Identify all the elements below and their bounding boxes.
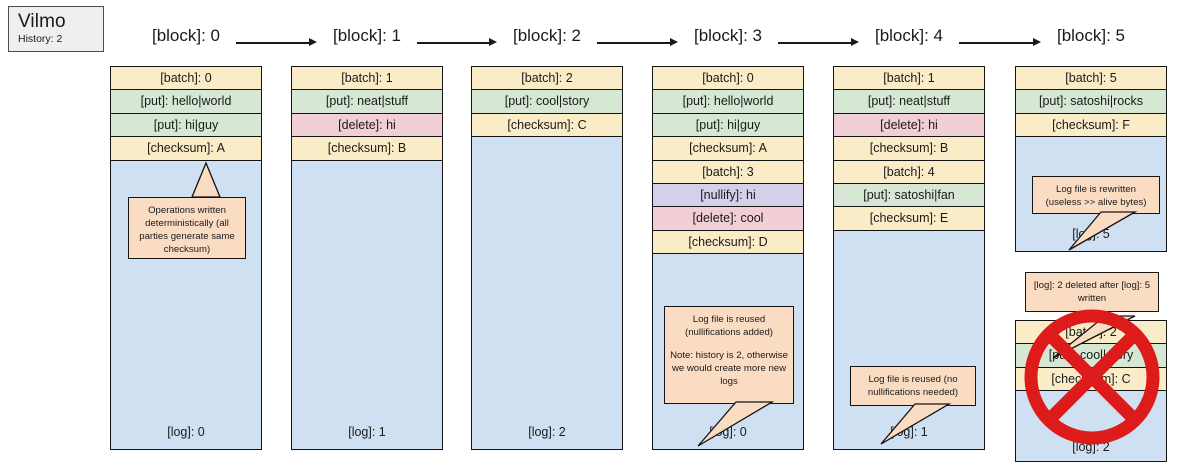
- block-5-row-batch-0: [batch]: 5: [1016, 67, 1166, 91]
- callout-text-0: Log file is reused (nullifications added…: [685, 314, 773, 338]
- block-3-row-batch-0: [batch]: 0: [653, 67, 803, 91]
- block-3-row-put-2: [put]: hi|guy: [653, 113, 803, 138]
- callout-pointer: [1039, 315, 1149, 360]
- block-4-row-checksum-3: [checksum]: B: [834, 137, 984, 161]
- block-column-4: [batch]: 1[put]: neat|stuff[delete]: hi[…: [833, 0, 985, 458]
- block-0-row-put-2: [put]: hi|guy: [111, 113, 261, 138]
- block-3-row-checksum-3: [checksum]: A: [653, 137, 803, 161]
- block-2-log-label: [log]: 2: [528, 425, 566, 440]
- callout-text-0: Log file is reused (no nullifications ne…: [867, 374, 959, 398]
- callout-note: Log file is reused (no nullifications ne…: [850, 366, 976, 406]
- callout-pointer: [676, 401, 786, 448]
- block-3-row-put-1: [put]: hello|world: [653, 90, 803, 114]
- block-5-box: [batch]: 5[put]: satoshi|rocks[checksum]…: [1015, 66, 1167, 252]
- block-5-row-checksum-2: [checksum]: F: [1016, 113, 1166, 138]
- arrow-icon-3-to-4: [778, 38, 859, 47]
- block-column-3: [batch]: 0[put]: hello|world[put]: hi|gu…: [652, 0, 804, 458]
- block-0-row-checksum-3: [checksum]: A: [111, 137, 261, 161]
- block-label-5: [block]: 5: [1056, 26, 1126, 45]
- block-2-row-batch-0: [batch]: 2: [472, 67, 622, 91]
- block-column-1: [batch]: 1[put]: neat|stuff[delete]: hi[…: [291, 0, 443, 458]
- block-column-2: [batch]: 2[put]: cool|story[checksum]: C…: [471, 0, 623, 458]
- callout-pointer: [1055, 211, 1149, 252]
- app-name: Vilmo: [18, 11, 66, 32]
- block-4-row-put-1: [put]: neat|stuff: [834, 90, 984, 114]
- block-label-1: [block]: 1: [332, 26, 402, 45]
- block-label-3: [block]: 3: [693, 26, 763, 45]
- deleted-block-row-checksum-2: [checksum]: C: [1016, 367, 1166, 392]
- callout-note: Log file is reused (nullifications added…: [664, 306, 794, 404]
- arrow-icon-0-to-1: [236, 38, 317, 47]
- callout-text-1: Note: history is 2, otherwise we would c…: [670, 350, 788, 387]
- block-4-row-delete-2: [delete]: hi: [834, 113, 984, 138]
- block-0-row-put-1: [put]: hello|world: [111, 90, 261, 114]
- callout-note: Log file is rewritten (useless >> alive …: [1032, 176, 1160, 214]
- block-4-row-put-5: [put]: satoshi|fan: [834, 183, 984, 208]
- block-2-row-checksum-2: [checksum]: C: [472, 113, 622, 138]
- block-3-row-delete-6: [delete]: cool: [653, 207, 803, 231]
- block-2-log-area: [log]: 2: [472, 137, 622, 449]
- legend-box: Vilmo History: 2: [8, 6, 104, 52]
- arrow-icon-4-to-5: [959, 38, 1041, 47]
- history-setting: History: 2: [18, 33, 63, 45]
- block-1-log-area: [log]: 1: [292, 160, 442, 449]
- callout-text-0: Log file is rewritten (useless >> alive …: [1045, 184, 1147, 208]
- block-3-row-nullify-5: [nullify]: hi: [653, 183, 803, 208]
- block-1-log-label: [log]: 1: [348, 425, 386, 440]
- block-label-2: [block]: 2: [512, 26, 582, 45]
- block-1-row-checksum-3: [checksum]: B: [292, 137, 442, 161]
- block-label-4: [block]: 4: [874, 26, 944, 45]
- block-column-0: [batch]: 0[put]: hello|world[put]: hi|gu…: [110, 0, 262, 458]
- block-4-row-batch-4: [batch]: 4: [834, 160, 984, 184]
- block-5-row-put-1: [put]: satoshi|rocks: [1016, 90, 1166, 114]
- block-0-log-label: [log]: 0: [167, 425, 205, 440]
- callout-pointer: [162, 161, 242, 199]
- block-3-row-batch-4: [batch]: 3: [653, 160, 803, 184]
- block-2-box: [batch]: 2[put]: cool|story[checksum]: C…: [471, 66, 623, 450]
- arrow-icon-1-to-2: [417, 38, 497, 47]
- callout-text-0: Operations written deterministically (al…: [139, 205, 235, 255]
- block-2-row-put-1: [put]: cool|story: [472, 90, 622, 114]
- callout-note: Operations written deterministically (al…: [128, 197, 246, 259]
- callout-pointer: [863, 403, 963, 446]
- deleted-block-log-label: [log]: 2: [1072, 440, 1110, 455]
- block-1-row-delete-2: [delete]: hi: [292, 113, 442, 138]
- block-column-5: [batch]: 5[put]: satoshi|rocks[checksum]…: [1015, 0, 1167, 462]
- block-1-box: [batch]: 1[put]: neat|stuff[delete]: hi[…: [291, 66, 443, 450]
- deleted-log-callout: [log]: 2 deleted after [log]: 5 written: [1025, 272, 1159, 312]
- block-label-0: [block]: 0: [151, 26, 221, 45]
- block-4-row-checksum-6: [checksum]: E: [834, 207, 984, 231]
- block-1-row-batch-0: [batch]: 1: [292, 67, 442, 91]
- arrow-icon-2-to-3: [597, 38, 678, 47]
- block-1-row-put-1: [put]: neat|stuff: [292, 90, 442, 114]
- deleted-log-callout-text: [log]: 2 deleted after [log]: 5 written: [1033, 280, 1151, 304]
- block-3-row-checksum-7: [checksum]: D: [653, 230, 803, 255]
- block-4-row-batch-0: [batch]: 1: [834, 67, 984, 91]
- block-0-row-batch-0: [batch]: 0: [111, 67, 261, 91]
- deleted-block-log-area: [log]: 2: [1016, 391, 1166, 461]
